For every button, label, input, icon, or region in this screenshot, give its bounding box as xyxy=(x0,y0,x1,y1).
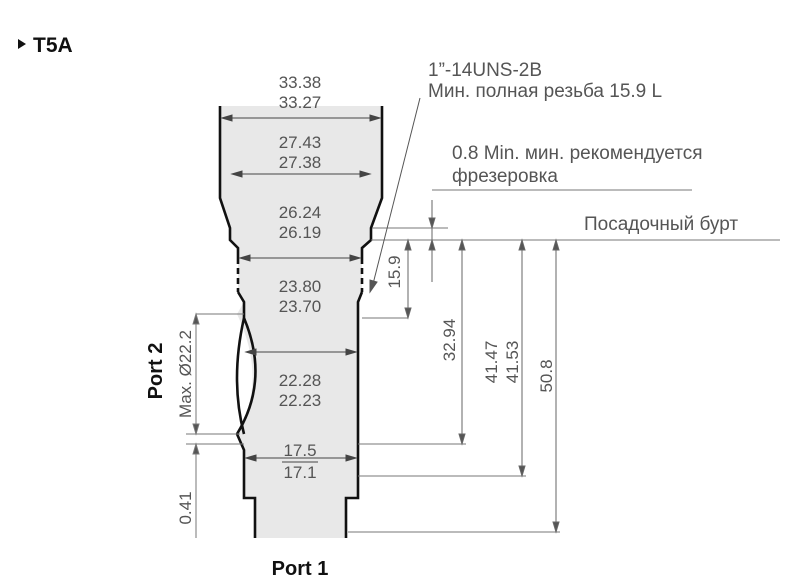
diameter-6-upper: 17.5 xyxy=(283,441,316,460)
port2-arc xyxy=(235,317,246,435)
depth-32-94-label: 32.94 xyxy=(440,319,459,362)
diameter-4-upper: 23.80 xyxy=(279,277,322,296)
thread-depth-label: 15.9 xyxy=(385,255,404,288)
cavity-body xyxy=(220,106,382,538)
cavity-left-lower xyxy=(235,291,257,538)
drawing-title: T5A xyxy=(33,34,73,57)
depth-dimension-lines xyxy=(404,200,560,534)
diameter-labels: 33.38 33.27 27.43 27.38 26.24 26.19 23.8… xyxy=(279,73,322,482)
port2-dimension xyxy=(186,312,244,538)
diameter-6-lower: 17.1 xyxy=(283,463,316,482)
bottom-offset-label: 0.41 xyxy=(176,491,195,524)
depth-50-8-label: 50.8 xyxy=(537,359,556,392)
depth-41-53-label: 41.53 xyxy=(503,341,522,384)
diameter-3-upper: 26.24 xyxy=(279,203,322,222)
port2-diameter-label: Max. Ø22.2 xyxy=(176,330,195,418)
port-1-label: Port 1 xyxy=(272,558,329,580)
chamfer-note-line2: фрезеровка xyxy=(452,166,558,187)
chamfer-note-line1: 0.8 Min. мин. рекомендуется xyxy=(452,143,703,164)
cavity-left-outline xyxy=(218,106,240,258)
bullet-triangle-icon xyxy=(18,39,26,49)
diameter-5-lower: 22.23 xyxy=(279,391,322,410)
thread-leader xyxy=(369,97,421,294)
diameter-2-lower: 27.38 xyxy=(279,153,322,172)
diameter-dimension-lines xyxy=(220,114,382,462)
diameter-3-lower: 26.19 xyxy=(279,223,322,242)
extension-lines xyxy=(348,189,780,533)
thread-note: Мин. полная резьба 15.9 L xyxy=(428,81,662,102)
port-2-label: Port 2 xyxy=(145,343,167,400)
diameter-4-lower: 23.70 xyxy=(279,297,322,316)
diameter-2-upper: 27.43 xyxy=(279,133,322,152)
cavity-right-outline xyxy=(360,106,384,258)
depth-41-47-label: 41.47 xyxy=(482,341,501,384)
diameter-1-lower: 33.27 xyxy=(279,93,322,112)
diameter-5-upper: 22.28 xyxy=(279,371,322,390)
thread-spec: 1”-14UNS-2B xyxy=(428,60,542,81)
diameter-1-upper: 33.38 xyxy=(279,73,322,92)
cavity-right-lower xyxy=(344,291,364,538)
shoulder-label: Посадочный бурт xyxy=(584,214,738,235)
